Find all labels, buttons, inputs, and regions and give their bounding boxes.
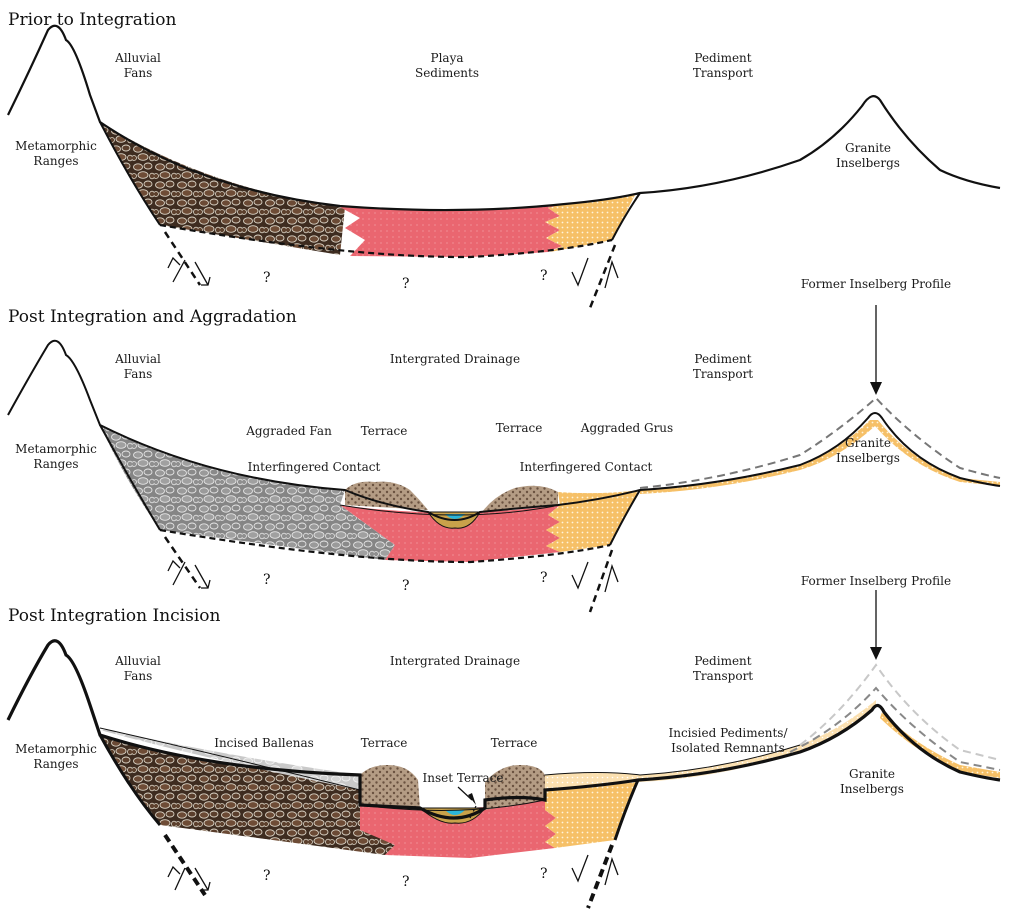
fault-left (165, 537, 210, 588)
label-former-inselberg-profile: Former Inselberg Profile (801, 574, 951, 588)
label-metamorphic: Metamorphic (15, 742, 97, 756)
label-ranges: Ranges (33, 757, 78, 771)
question-mark: ? (402, 276, 410, 292)
label-terrace-left: Terrace (361, 736, 408, 750)
label-granite: Granite (849, 767, 895, 781)
question-mark: ? (263, 868, 271, 884)
label-terrace-left: Terrace (361, 424, 408, 438)
label-metamorphic: Metamorphic (15, 139, 97, 153)
question-mark: ? (263, 270, 271, 286)
label-granite: Granite (845, 436, 891, 450)
panel-post-integration-aggradation: Post Integration and Aggradation (8, 277, 1000, 612)
former-profile-arrow (870, 590, 882, 660)
label-former-inselberg-profile: Former Inselberg Profile (801, 277, 951, 291)
label-inselbergs: Inselbergs (836, 451, 900, 465)
fault-right (572, 245, 618, 308)
terrace-deposit-left (360, 765, 420, 810)
label-integrated-drainage: Intergrated Drainage (390, 654, 520, 668)
label-pediment: Pediment (694, 352, 751, 366)
label-alluvial: Alluvial (114, 352, 161, 366)
panel-post-integration-incision: Post Integration Incision (8, 574, 1000, 908)
label-terrace-right: Terrace (491, 736, 538, 750)
label-fans: Fans (124, 669, 153, 683)
label-interfingered-contact-left: Interfingered Contact (248, 460, 381, 474)
alluvial-fan-deposit (100, 735, 395, 855)
label-interfingered-contact-right: Interfingered Contact (520, 460, 653, 474)
label-incised-pediments: Incisied Pediments/ (668, 726, 788, 740)
label-ranges: Ranges (33, 154, 78, 168)
question-mark: ? (540, 268, 548, 284)
label-playa: Playa (431, 51, 464, 65)
fault-left (165, 835, 210, 895)
question-mark: ? (540, 866, 548, 882)
former-inselberg-profile (800, 665, 1000, 760)
fault-right (572, 550, 618, 612)
label-pediment: Pediment (694, 654, 751, 668)
label-inselbergs: Inselbergs (840, 782, 904, 796)
former-profile-arrow (870, 305, 882, 395)
label-pediment: Pediment (694, 51, 751, 65)
question-mark: ? (263, 572, 271, 588)
label-sediments: Sediments (415, 66, 479, 80)
question-mark: ? (540, 570, 548, 586)
label-integrated-drainage: Intergrated Drainage (390, 352, 520, 366)
label-incised-ballenas: Incised Ballenas (214, 736, 314, 750)
fault-left (165, 232, 210, 285)
label-terrace-right: Terrace (496, 421, 543, 435)
label-fans: Fans (124, 367, 153, 381)
panel-prior-to-integration: Prior to Integration Alluvial Fans Playa… (8, 10, 1000, 308)
label-transport: Transport (693, 669, 753, 683)
fault-right (572, 845, 618, 908)
question-mark: ? (402, 578, 410, 594)
playa-sediment-deposit (338, 204, 565, 257)
label-isolated-remnants: Isolated Remnants (671, 741, 785, 755)
label-inset-terrace: Inset Terrace (423, 771, 504, 785)
panel-title: Post Integration and Aggradation (8, 307, 297, 327)
question-mark: ? (402, 874, 410, 890)
label-aggraded-grus: Aggraded Grus (580, 421, 673, 435)
label-metamorphic: Metamorphic (15, 442, 97, 456)
label-inselbergs: Inselbergs (836, 156, 900, 170)
label-fans: Fans (124, 66, 153, 80)
label-transport: Transport (693, 66, 753, 80)
panel-title: Post Integration Incision (8, 606, 221, 626)
label-granite: Granite (845, 141, 891, 155)
label-ranges: Ranges (33, 457, 78, 471)
panel-title: Prior to Integration (8, 10, 176, 30)
label-alluvial: Alluvial (114, 654, 161, 668)
pediment-grus-veneer (880, 712, 1000, 778)
label-alluvial: Alluvial (114, 51, 161, 65)
label-transport: Transport (693, 367, 753, 381)
label-aggraded-fan: Aggraded Fan (245, 424, 332, 438)
